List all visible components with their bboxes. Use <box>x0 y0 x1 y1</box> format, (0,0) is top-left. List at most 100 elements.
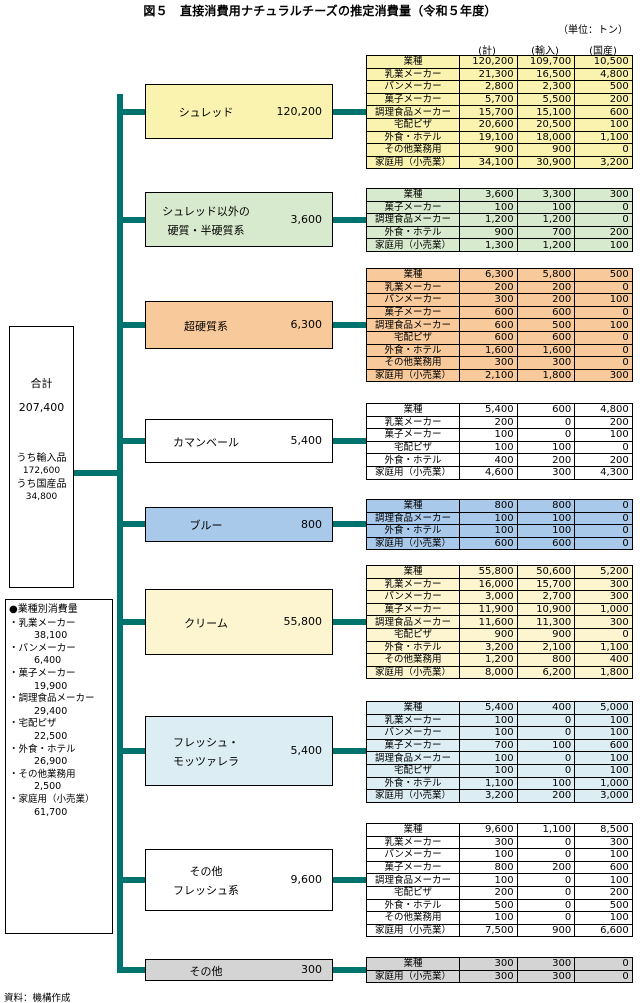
row-value: 600 <box>459 536 518 551</box>
row-value: 3,200 <box>459 640 518 655</box>
source-note: 資料：機構作成 <box>4 993 71 1003</box>
row-label: 外食・ホテル <box>366 640 460 655</box>
row-value: 800 <box>516 653 576 667</box>
row-value: 300 <box>574 835 633 850</box>
breakdown-item-value: 19,900 <box>34 680 68 692</box>
row-label: パンメーカー <box>366 590 460 604</box>
row-value: 0 <box>574 200 633 215</box>
row-value: 600 <box>574 860 633 875</box>
row-label: 家庭用（小売業） <box>366 368 460 383</box>
row-label: 外食・ホテル <box>366 453 460 467</box>
branch-line <box>117 108 147 115</box>
row-value: 4,800 <box>574 67 633 82</box>
row-value: 300 <box>459 356 518 370</box>
row-value: 300 <box>459 969 518 984</box>
category-value: 800 <box>301 518 322 531</box>
row-label: 宅配ピザ <box>366 440 460 455</box>
row-value: 3,000 <box>574 789 633 803</box>
row-label: 乳業メーカー <box>366 713 460 728</box>
connector-line <box>333 748 366 755</box>
row-value: 100 <box>459 726 518 740</box>
row-value: 0 <box>574 627 633 642</box>
row-value: 100 <box>459 751 518 765</box>
row-value: 0 <box>516 848 576 862</box>
row-value: 1,000 <box>574 776 633 791</box>
connector-line <box>333 618 366 625</box>
row-value: 0 <box>574 524 633 538</box>
row-value: 500 <box>574 898 633 913</box>
row-value: 3,200 <box>459 789 518 803</box>
row-label: 菓子メーカー <box>366 305 460 320</box>
row-value: 3,200 <box>574 155 633 170</box>
row-value: 0 <box>516 835 576 850</box>
category-value: 300 <box>301 963 322 976</box>
row-label: その他業務用 <box>366 911 460 925</box>
row-label: 家庭用（小売業） <box>366 665 460 680</box>
row-value: 100 <box>516 776 576 791</box>
row-value: 600 <box>574 738 633 753</box>
row-label: 業種 <box>366 499 460 513</box>
row-value: 200 <box>516 860 576 875</box>
row-value: 100 <box>459 524 518 538</box>
row-value: 1,100 <box>574 640 633 655</box>
row-label: パンメーカー <box>366 726 460 740</box>
col-header-total: (計) <box>478 46 496 57</box>
row-label: 乳業メーカー <box>366 415 460 430</box>
row-value: 200 <box>574 415 633 430</box>
import-label: うち輸入品 <box>16 453 67 464</box>
category-value: 9,600 <box>290 873 323 886</box>
row-label: 宅配ピザ <box>366 117 460 132</box>
connector-line <box>333 437 366 444</box>
row-value: 21,300 <box>459 67 518 82</box>
category-name: 超硬質系 <box>184 320 228 333</box>
row-label: 業種 <box>366 565 460 579</box>
category-name: クリーム <box>184 617 228 630</box>
row-label: 菓子メーカー <box>366 738 460 753</box>
connector-line <box>333 966 366 973</box>
category-name: シュレッド <box>178 106 234 119</box>
row-label: その他業務用 <box>366 143 460 157</box>
row-value: 6,200 <box>516 665 576 680</box>
breakdown-item-label: ・パンメーカー <box>9 642 76 654</box>
row-value: 900 <box>459 225 518 240</box>
breakdown-item-label: ・外食・ホテル <box>9 743 76 755</box>
row-value: 11,300 <box>516 615 576 629</box>
total-value: 207,400 <box>18 401 65 414</box>
category-value: 6,300 <box>290 318 323 331</box>
breakdown-item-value: 22,500 <box>34 730 68 742</box>
row-value: 500 <box>574 268 633 282</box>
row-value: 19,100 <box>459 130 518 145</box>
row-value: 1,100 <box>574 130 633 145</box>
row-value: 900 <box>459 627 518 642</box>
row-value: 300 <box>574 590 633 604</box>
row-value: 15,100 <box>516 105 576 119</box>
row-value: 0 <box>574 957 633 971</box>
row-value: 400 <box>459 453 518 467</box>
row-value: 200 <box>459 280 518 295</box>
row-value: 5,000 <box>574 701 633 715</box>
